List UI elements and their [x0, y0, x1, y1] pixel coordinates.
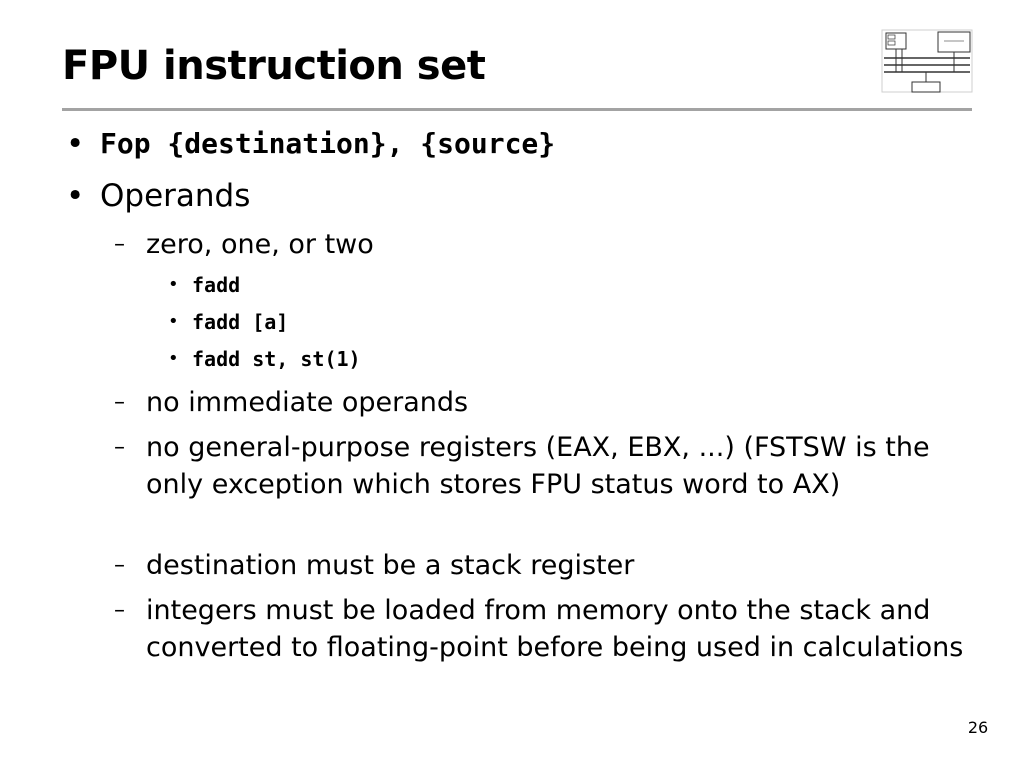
- code-text: fadd st, st(1): [192, 347, 361, 371]
- dash-icon: –: [114, 435, 125, 460]
- bullet-icon: •: [66, 178, 85, 214]
- code-text: fadd: [192, 273, 241, 297]
- title-divider: [62, 108, 972, 111]
- bullet-text: Fop {destination}, {source}: [100, 127, 556, 160]
- computer-architecture-diagram-icon: [881, 29, 973, 93]
- bullet-icon: •: [168, 348, 179, 369]
- bullet-icon: •: [66, 126, 85, 162]
- sub-bullet-text: zero, one, or two: [146, 229, 374, 260]
- sub-bullet-text: integers must be loaded from memory onto…: [146, 595, 964, 663]
- dash-icon: –: [114, 232, 125, 257]
- dash-icon: –: [114, 598, 125, 623]
- bullet-icon: •: [168, 274, 179, 295]
- bullet-text: Operands: [100, 178, 251, 214]
- slide-title: FPU instruction set: [62, 43, 486, 89]
- page-number: 26: [967, 718, 989, 737]
- sub-bullet-text: no immediate operands: [146, 387, 469, 418]
- dash-icon: –: [114, 390, 125, 415]
- bullet-icon: •: [168, 311, 179, 332]
- sub-bullet-text: no general-purpose registers (EAX, EBX, …: [146, 432, 930, 500]
- code-text: fadd [a]: [192, 310, 289, 334]
- dash-icon: –: [114, 553, 125, 578]
- sub-bullet-text: destination must be a stack register: [146, 550, 635, 581]
